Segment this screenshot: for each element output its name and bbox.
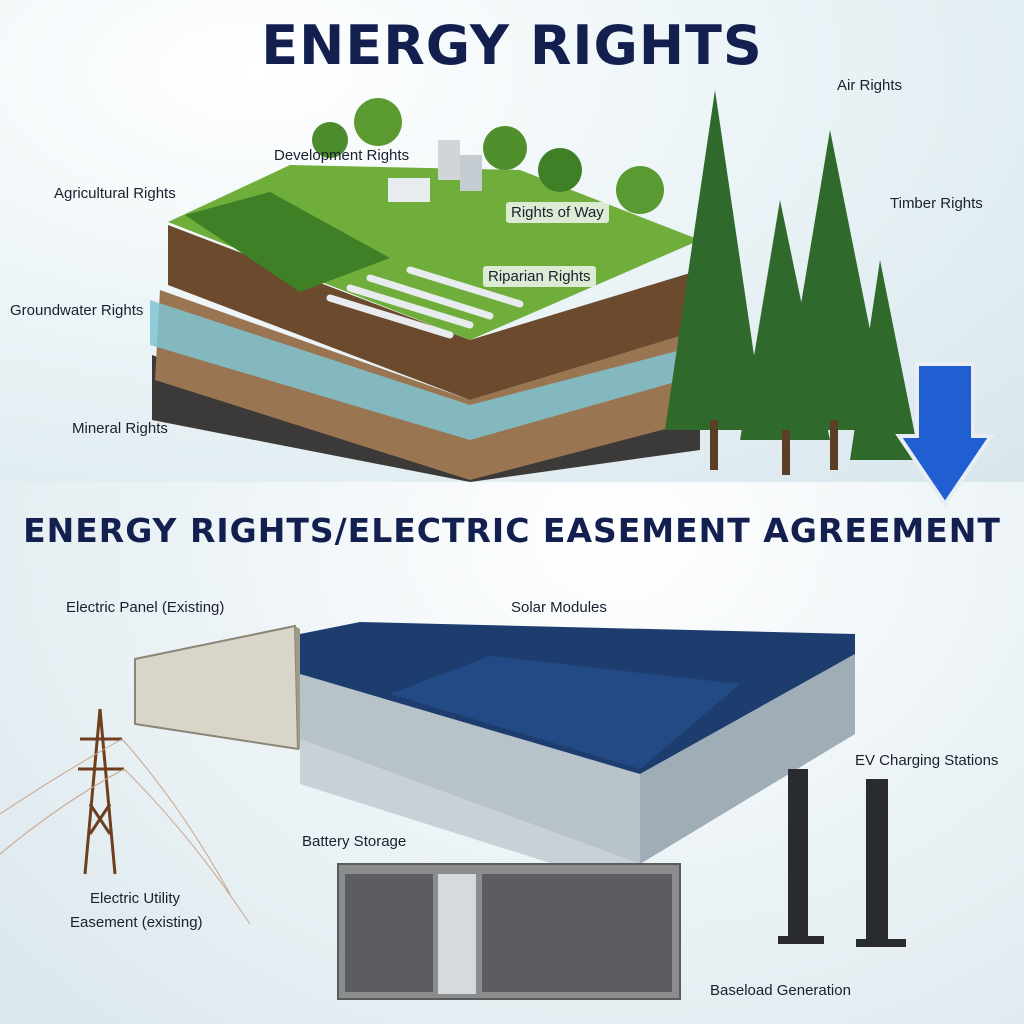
battery-storage-label: Battery Storage (302, 833, 407, 850)
tree (483, 126, 527, 170)
tree-trunks (710, 420, 838, 475)
rights-of-way-label: Rights of Way (506, 202, 609, 223)
soil-layer (155, 290, 700, 480)
solar-modules-label: Solar Modules (511, 599, 607, 616)
topsoil-layer (168, 225, 700, 400)
crop-field (185, 192, 390, 292)
warehouse-end-wall (640, 654, 855, 864)
development-rights-label: Development Rights (274, 147, 410, 164)
air-rights-label: Air Rights (837, 77, 903, 94)
electric-panel (134, 624, 300, 751)
transmission-tower (78, 708, 124, 875)
groundwater-layer (150, 300, 700, 440)
ev-charging-stations-label: EV Charging Stations (855, 752, 999, 769)
battery-racks (345, 874, 672, 992)
electric-panel-label: Electric Panel (Existing) (66, 599, 225, 616)
agricultural-rights-label: Agricultural Rights (54, 185, 176, 202)
mineral-rights-label: Mineral Rights (72, 420, 168, 437)
solar-roof-highlight (390, 656, 740, 769)
section-title: ENERGY RIGHTS/ELECTRIC EASEMENT AGREEMEN… (23, 511, 1001, 550)
tree (538, 148, 582, 192)
battery-control-panel (438, 874, 476, 994)
energy-infrastructure-illustration (0, 622, 906, 1000)
silo (438, 140, 460, 180)
tree (354, 98, 402, 146)
groundwater-rights-label: Groundwater Rights (10, 302, 144, 319)
riparian-rights-label: Riparian Rights (483, 266, 596, 287)
power-lines (0, 738, 251, 925)
timber-rights-label: Timber Rights (890, 195, 983, 212)
tree (616, 166, 664, 214)
warehouse-wall (300, 674, 640, 864)
tree (312, 122, 348, 158)
conifer-forest (665, 90, 920, 460)
main-title: ENERGY RIGHTS (261, 14, 763, 77)
silo (460, 155, 482, 191)
utility-easement-label-line1: Electric Utility (90, 890, 181, 907)
barn (388, 178, 430, 202)
warehouse-front (300, 739, 680, 904)
down-arrow-icon (895, 362, 995, 508)
baseload-generation-label: Baseload Generation (710, 982, 851, 999)
utility-easement-label-line2: Easement (existing) (70, 914, 203, 931)
pipes (326, 266, 524, 339)
ev-charger (778, 769, 906, 947)
land-cross-section-illustration (150, 90, 920, 482)
